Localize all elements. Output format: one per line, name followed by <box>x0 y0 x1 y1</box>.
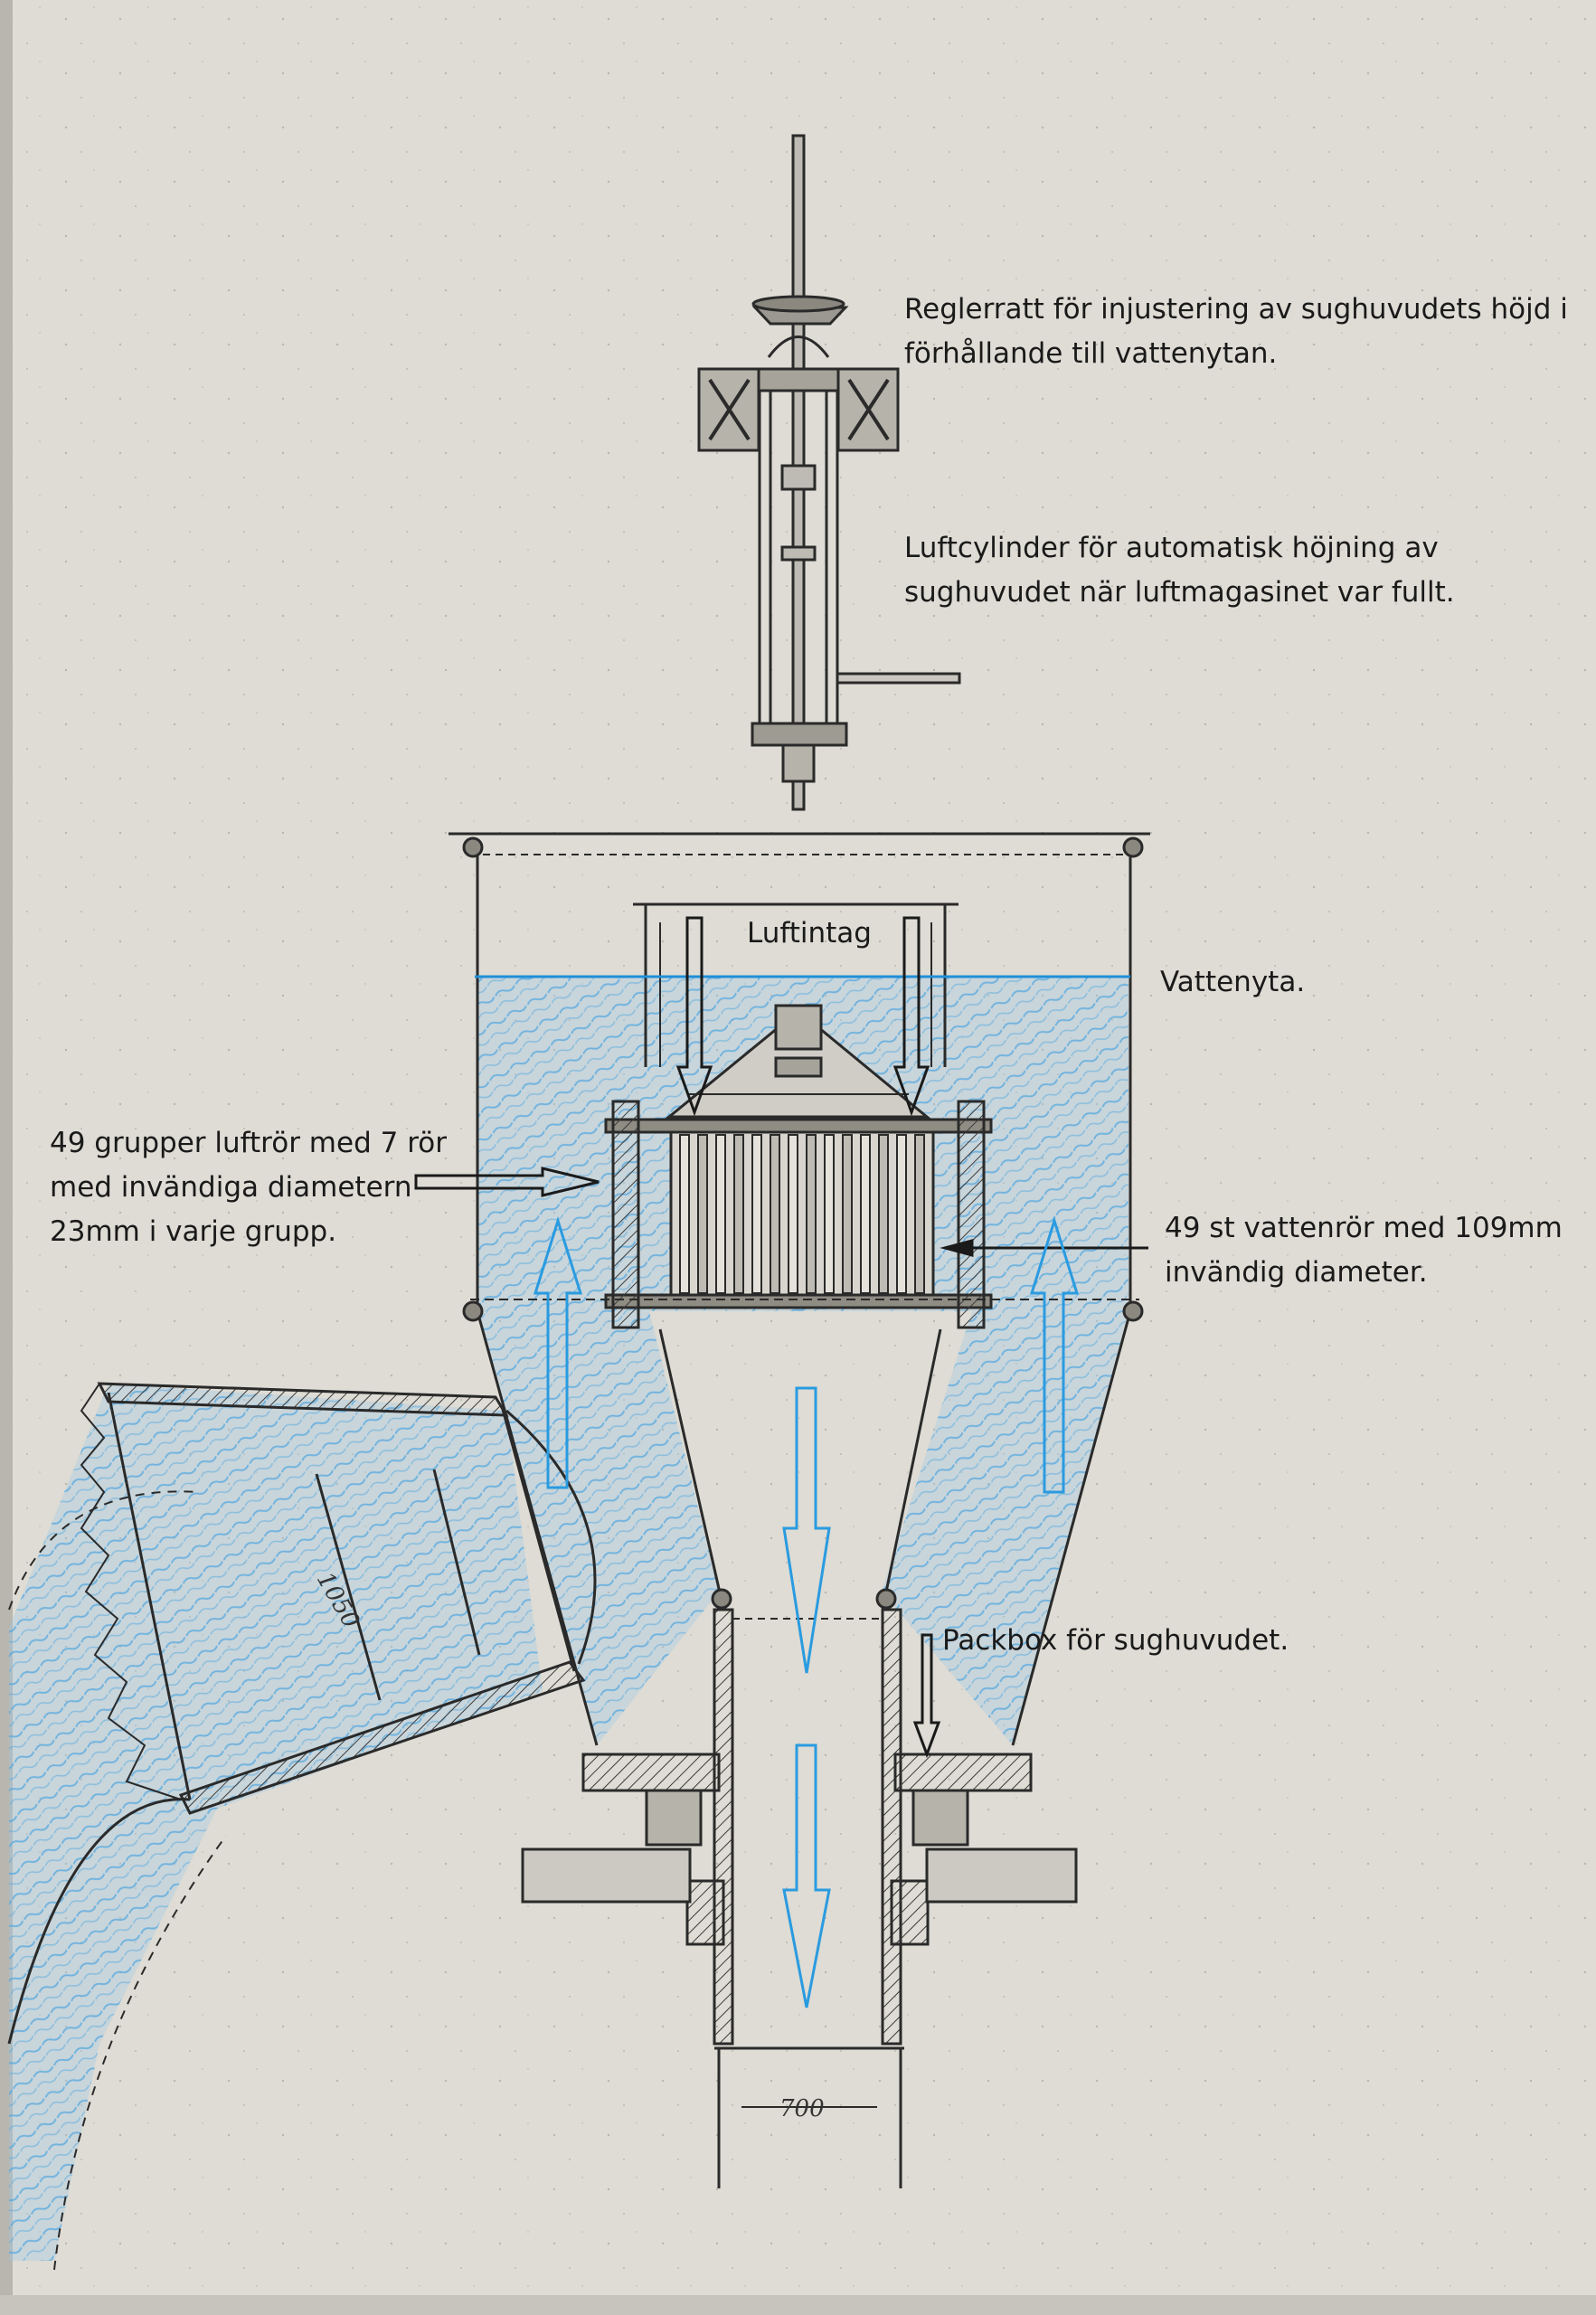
water-tube <box>770 1134 780 1294</box>
water-tube <box>824 1134 835 1294</box>
water-tube <box>751 1134 762 1294</box>
inlet-bend-inner <box>7 1798 191 2045</box>
label-vattenyta: Vattenyta. <box>1160 966 1306 998</box>
label-luftintag: Luftintag <box>747 917 872 950</box>
air-valve-pipe <box>836 672 961 685</box>
inlet-pipe <box>7 1382 597 2271</box>
water-inlet-pipe <box>9 1384 543 2261</box>
flow-down-arrow-lower <box>782 1743 831 2008</box>
flow-arrows <box>533 1215 1080 2008</box>
luftintag-arrow-left <box>675 916 713 1117</box>
cone-outer-right <box>1011 1310 1132 1746</box>
label-luftror: 49 grupper luftrör med 7 rör med invändi… <box>50 1127 447 1248</box>
flow-up-arrow-right <box>1029 1215 1080 1494</box>
packbox-flange-right <box>893 1753 1033 1792</box>
water-tube <box>842 1134 853 1294</box>
water-tube <box>806 1134 817 1294</box>
suction-head-chamber <box>449 832 1150 1311</box>
water-tube <box>860 1134 871 1294</box>
flow-up-arrow-left <box>533 1215 583 1489</box>
label-regleratt: Reglerratt för injustering av sughuvudet… <box>904 293 1568 370</box>
photo-border-bottom <box>0 2295 1596 2315</box>
label-packbox: Packbox för sughuvudet. <box>942 1624 1289 1657</box>
label-vattenror: 49 st vattenrör med 109mm invändig diame… <box>1165 1212 1563 1289</box>
packbox-flange-left <box>581 1753 721 1792</box>
water-tube <box>679 1134 690 1294</box>
control-mechanism <box>697 134 961 811</box>
inlet-pipe-wall-top <box>97 1382 509 1417</box>
outlet-pipe <box>521 1608 1078 2188</box>
annotation-pointers <box>414 916 1148 1759</box>
floor-beam-left <box>521 1847 692 1904</box>
water-tube <box>896 1134 907 1294</box>
luftror-pointer <box>414 1167 600 1197</box>
water-tube <box>697 1134 708 1294</box>
packbox-pointer <box>912 1633 941 1759</box>
inlet-pipe-wall-bottom <box>178 1660 586 1815</box>
inlet-bend-outer <box>8 1490 200 1611</box>
flow-down-arrow-upper <box>782 1386 831 1674</box>
luftintag-arrow-right <box>892 916 930 1117</box>
water-cone-right <box>882 1311 1129 1745</box>
label-luftcylinder: Luftcylinder för automatisk höjning av s… <box>904 532 1455 609</box>
floor-beam-right <box>925 1847 1078 1904</box>
water-tube <box>733 1134 744 1294</box>
upper-tube-sheet <box>604 1118 993 1134</box>
water-tube <box>914 1134 925 1294</box>
cylinder-flange <box>751 722 848 747</box>
cone-inner-right <box>883 1328 942 1602</box>
water-tubes <box>679 1134 925 1294</box>
lower-tube-sheet <box>604 1293 993 1309</box>
water-tube <box>715 1134 726 1294</box>
tube-bundle <box>604 1100 993 1329</box>
cone-inner-left <box>658 1328 723 1602</box>
outlet-diameter-dim: 700 <box>779 2095 825 2122</box>
water-tube <box>788 1134 798 1294</box>
water-cone-left <box>477 1311 719 1745</box>
water-tube <box>878 1134 889 1294</box>
water-areas <box>9 977 1129 2261</box>
